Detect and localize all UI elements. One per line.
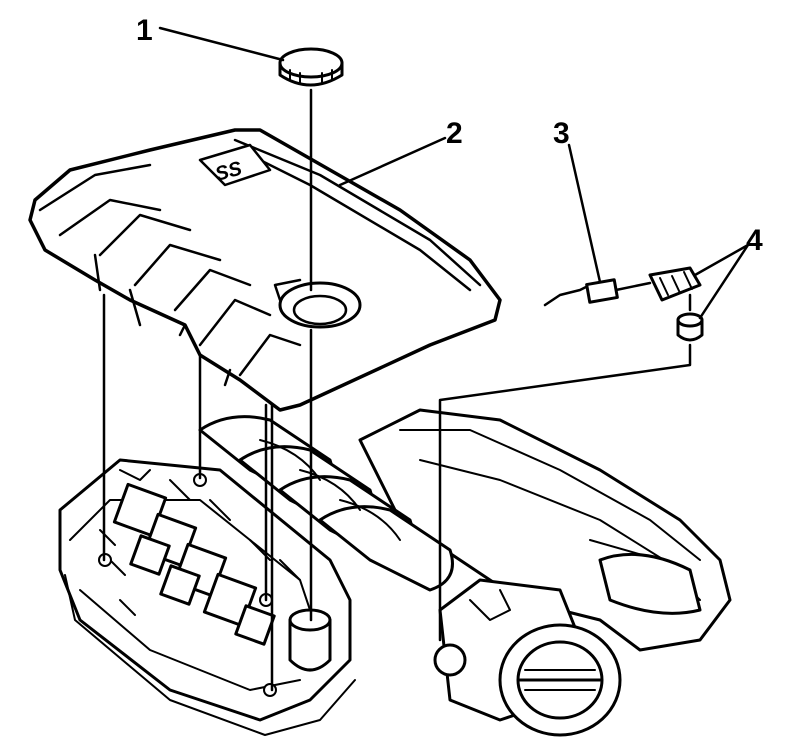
oil-fill-cap [278,47,344,87]
callout-3: 3 [553,117,570,150]
intake-manifold-assembly [58,408,732,737]
alignment-lines [102,88,692,692]
connector-and-grommet [648,266,704,342]
engine-cover: SS [28,128,502,412]
callout-2: 2 [446,117,463,150]
callout-4: 4 [746,224,763,257]
callout-1: 1 [136,14,153,47]
ignition-coil-packs [99,469,301,646]
leader-lines [158,26,750,320]
sensor-harness [543,278,652,307]
